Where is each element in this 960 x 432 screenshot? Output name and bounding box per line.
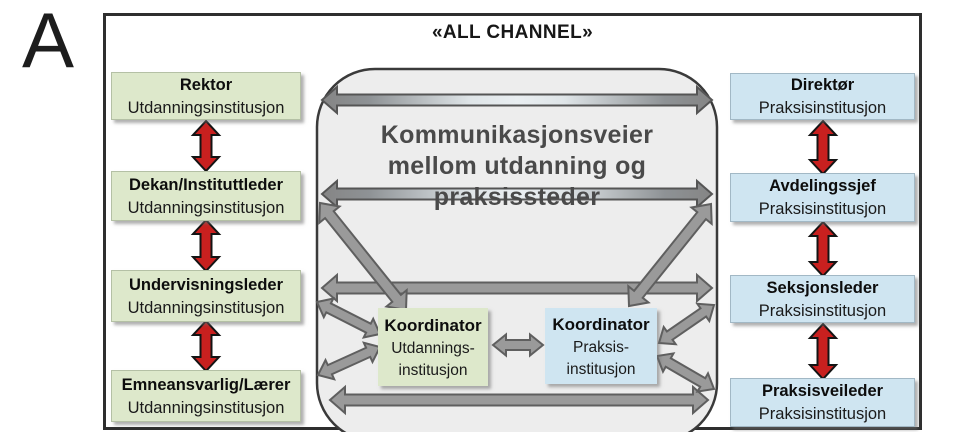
role-box-dekan-instituttleder: Dekan/Instituttleder Utdanningsinstitusj… <box>111 171 301 221</box>
role-title: Emneansvarlig/Lærer <box>121 375 291 394</box>
panel-title-line-2: mellom utdanning og <box>387 152 647 180</box>
role-box-undervisningsleder: Undervisningsleder Utdanningsinstitusjon <box>111 270 301 322</box>
role-org: Utdanningsinstitusjon <box>127 298 285 317</box>
communication-panel-title: Kommunikasjonsveier mellom utdanning og … <box>316 120 718 213</box>
role-org: Praksisinstitusjon <box>758 301 887 320</box>
role-title: Undervisningsleder <box>128 275 284 294</box>
coordinator-org-line-1: Praksis- <box>573 338 629 356</box>
coordinator-title: Koordinator <box>384 315 482 335</box>
role-box-direktor: Direktør Praksisinstitusjon <box>730 73 915 120</box>
role-org: Utdanningsinstitusjon <box>127 198 285 217</box>
role-title: Praksisveileder <box>761 382 884 400</box>
coordinator-org-line-2: institusjon <box>398 361 468 379</box>
panel-letter-label: A <box>22 0 75 84</box>
role-box-praksisveileder: Praksisveileder Praksisinstitusjon <box>730 378 915 427</box>
role-box-emneansvarlig-laerer: Emneansvarlig/Lærer Utdanningsinstitusjo… <box>111 370 301 422</box>
role-box-avdelingssjef: Avdelingssjef Praksisinstitusjon <box>730 173 915 222</box>
coordinator-org-line-1: Utdannings- <box>391 339 475 357</box>
coordinator-box-practice: Koordinator Praksis- institusjon <box>545 308 657 384</box>
coordinator-box-education: Koordinator Utdannings- institusjon <box>378 308 488 386</box>
role-box-seksjonsleder: Seksjonsleder Praksisinstitusjon <box>730 275 915 323</box>
role-title: Avdelingssjef <box>769 177 876 195</box>
role-org: Utdanningsinstitusjon <box>127 398 285 417</box>
role-title: Seksjonsleder <box>766 278 879 297</box>
role-org: Praksisinstitusjon <box>758 99 887 117</box>
diagram-title: «ALL CHANNEL» <box>431 22 594 43</box>
role-title: Rektor <box>179 75 233 94</box>
panel-title-line-3: praksissteder <box>433 183 601 211</box>
coordinator-title: Koordinator <box>552 314 650 334</box>
role-box-rektor: Rektor Utdanningsinstitusjon <box>111 72 301 120</box>
role-org: Utdanningsinstitusjon <box>127 98 285 117</box>
role-title: Dekan/Instituttleder <box>128 175 284 194</box>
coordinator-org-line-2: institusjon <box>566 360 636 378</box>
role-org: Praksisinstitusjon <box>758 200 887 218</box>
role-title: Direktør <box>790 76 855 94</box>
panel-title-line-1: Kommunikasjonsveier <box>380 121 654 149</box>
role-org: Praksisinstitusjon <box>758 405 887 423</box>
